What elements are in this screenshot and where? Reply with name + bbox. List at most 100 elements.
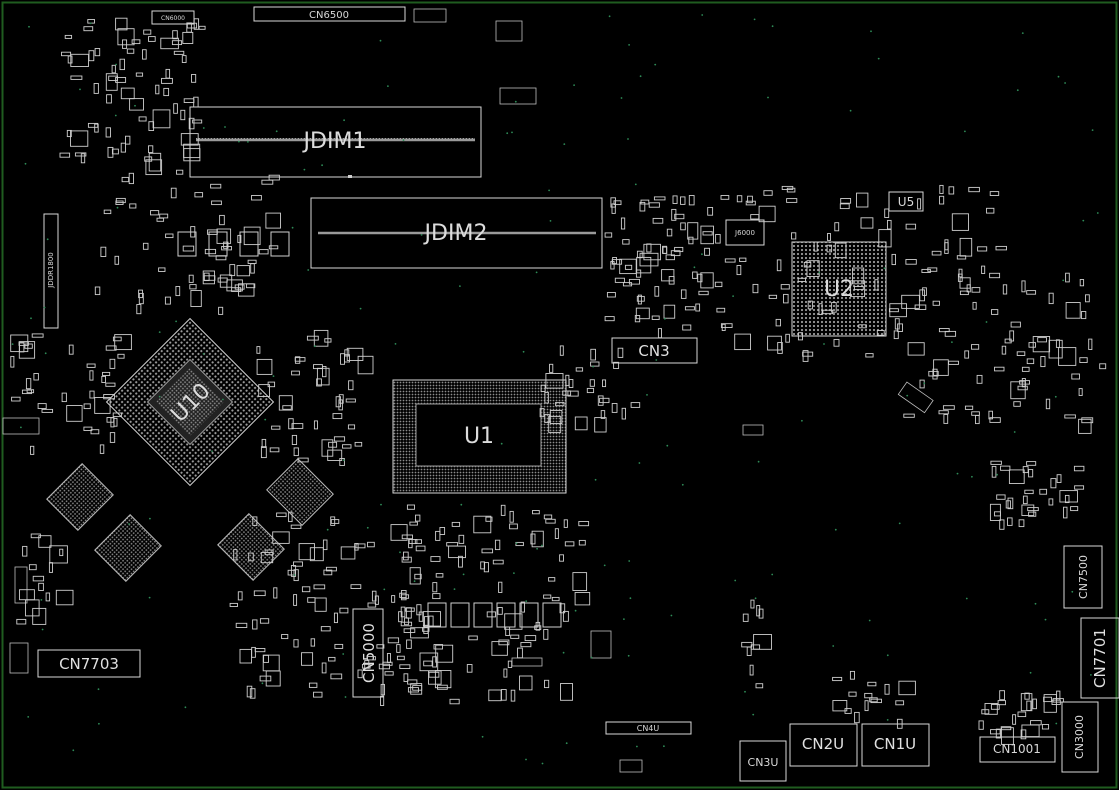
passive-part xyxy=(338,399,343,411)
via xyxy=(1034,602,1037,605)
passive-part xyxy=(948,360,959,365)
jddr-connector[interactable]: JDDR1800 xyxy=(43,213,59,329)
cn3-connector[interactable]: CN3 xyxy=(611,337,698,364)
cn1001-label: CN1001 xyxy=(993,742,1041,756)
vram-chip-1[interactable] xyxy=(46,463,114,531)
cn7500-connector[interactable]: CN7500 xyxy=(1063,545,1103,609)
passive-part xyxy=(939,195,945,205)
via xyxy=(628,560,631,562)
passive-part xyxy=(142,242,149,250)
passive-part xyxy=(688,236,694,245)
passive-part xyxy=(313,691,323,698)
via xyxy=(1029,671,1032,674)
passive-part xyxy=(265,212,281,229)
jdim2-slot[interactable]: JDIM2 xyxy=(310,197,603,269)
passive-part xyxy=(253,590,266,597)
vram-chip-4[interactable] xyxy=(266,458,334,526)
passive-part xyxy=(170,187,177,199)
u5-chip[interactable]: U5 xyxy=(888,191,924,212)
passive-part xyxy=(345,398,356,403)
u2-chip[interactable]: U2 xyxy=(791,241,887,337)
cn1001-connector[interactable]: CN1001 xyxy=(979,736,1056,763)
inductor xyxy=(427,602,447,628)
passive-part xyxy=(959,237,973,257)
passive-part xyxy=(37,403,47,409)
passive-part xyxy=(498,639,510,646)
passive-part xyxy=(572,572,588,591)
cn3u-connector[interactable]: CN3U xyxy=(739,740,787,782)
passive-part xyxy=(964,350,970,359)
cn3000-connector[interactable]: CN3000 xyxy=(1061,701,1099,773)
passive-part xyxy=(1012,714,1017,725)
passive-part xyxy=(384,671,394,676)
passive-part xyxy=(21,389,33,395)
via xyxy=(525,600,528,603)
passive-part xyxy=(1016,351,1026,356)
passive-part xyxy=(198,25,206,30)
passive-part xyxy=(849,670,855,680)
passive-part xyxy=(1001,345,1007,355)
passive-part xyxy=(272,531,290,544)
cn5000-connector[interactable]: CN5000 xyxy=(352,608,384,698)
passive-part xyxy=(322,539,328,551)
passive-part xyxy=(190,290,202,307)
u10-gpu[interactable] xyxy=(105,317,275,487)
j6000-connector[interactable]: J6000 xyxy=(725,219,765,246)
via xyxy=(202,353,205,355)
passive-part xyxy=(415,514,421,522)
passive-part xyxy=(964,405,974,410)
via xyxy=(868,619,871,622)
passive-part xyxy=(668,276,675,285)
passive-part xyxy=(1013,401,1021,407)
vram-chip-2[interactable] xyxy=(94,514,162,582)
passive-part xyxy=(776,259,782,272)
passive-part xyxy=(971,344,980,350)
cn1u-connector[interactable]: CN1U xyxy=(861,723,930,767)
passive-part xyxy=(138,289,143,299)
passive-part xyxy=(665,254,675,261)
cn4u-connector[interactable]: CN4U xyxy=(605,721,692,735)
passive-part xyxy=(928,370,939,377)
via xyxy=(771,25,774,28)
inductor xyxy=(519,602,539,628)
cn2u-connector[interactable]: CN2U xyxy=(789,723,858,767)
cn7703-connector[interactable]: CN7703 xyxy=(37,649,141,678)
passive-part xyxy=(1001,727,1014,745)
passive-part xyxy=(103,394,115,400)
passive-part xyxy=(407,687,419,693)
passive-part xyxy=(1079,279,1085,287)
via xyxy=(590,656,593,659)
passive-part xyxy=(183,148,201,162)
cn6500-connector[interactable]: CN6500 xyxy=(253,6,406,22)
passive-part xyxy=(994,511,1001,517)
u1-cpu[interactable]: U1 xyxy=(392,379,567,494)
passive-part xyxy=(16,618,27,625)
passive-part xyxy=(1020,729,1027,740)
passive-part xyxy=(126,48,135,54)
j6000-label: J6000 xyxy=(734,229,755,237)
passive-part xyxy=(939,184,944,194)
passive-part xyxy=(671,208,677,221)
passive-part xyxy=(674,213,685,220)
passive-part xyxy=(517,647,523,659)
passive-part xyxy=(10,355,15,368)
vram-chip-3[interactable] xyxy=(217,513,285,581)
passive-part xyxy=(61,392,67,403)
cn7701-connector[interactable]: CN7701 xyxy=(1080,617,1119,699)
via xyxy=(1016,89,1019,92)
passive-part xyxy=(247,259,257,264)
passive-part xyxy=(229,602,238,607)
via xyxy=(342,459,345,461)
passive-part xyxy=(59,152,71,158)
passive-part xyxy=(704,247,710,256)
passive-part xyxy=(756,605,761,617)
small-part-2 xyxy=(2,417,40,435)
cn6000-connector[interactable]: CN6000 xyxy=(151,10,195,25)
passive-part xyxy=(578,521,590,527)
passive-part xyxy=(99,444,105,454)
passive-part xyxy=(1088,338,1093,350)
jdim1-slot[interactable]: JDIM1 xyxy=(189,106,482,178)
passive-part xyxy=(739,257,747,262)
